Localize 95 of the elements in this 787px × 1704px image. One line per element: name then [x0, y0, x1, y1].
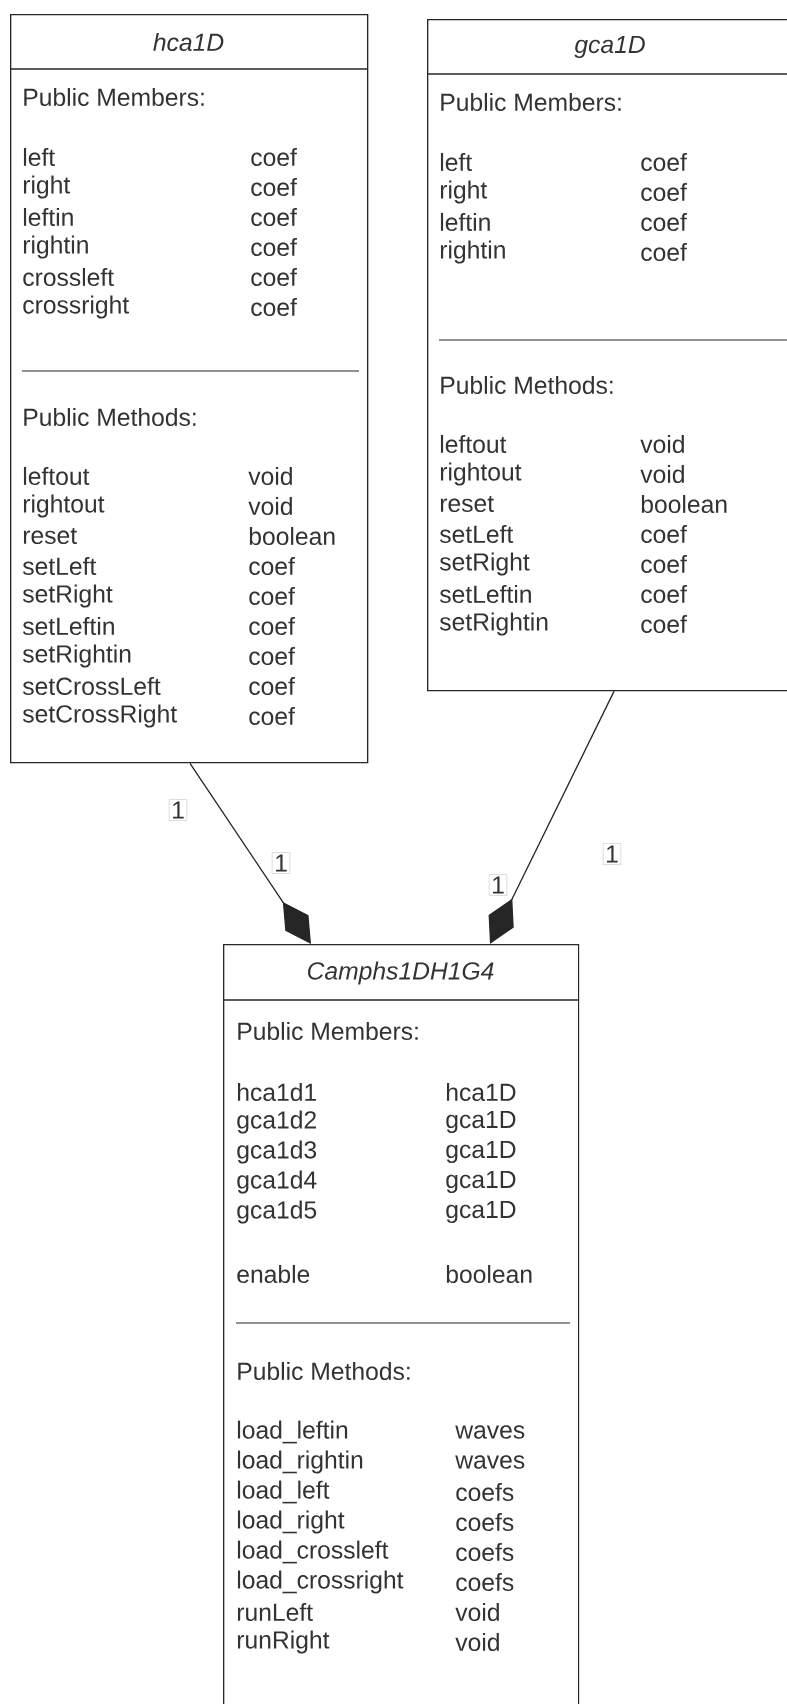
return-type: void: [640, 464, 684, 484]
return-type: coef: [249, 706, 295, 726]
return-type: coefs: [456, 1542, 514, 1562]
return-type: coef: [249, 616, 295, 636]
member-name: rightin: [440, 240, 505, 264]
member-name: right: [440, 180, 488, 204]
return-type: coef: [641, 614, 687, 634]
method-name: setLeftin: [22, 616, 114, 636]
class-name: gca1D: [574, 35, 645, 59]
method-name: reset: [440, 495, 494, 513]
member-name: left: [23, 147, 55, 167]
member-type: coef: [641, 152, 687, 172]
method-name: setCrossRight: [22, 704, 177, 728]
member-type: coef: [251, 267, 297, 287]
return-type: coef: [249, 676, 295, 696]
return-type: coefs: [456, 1482, 514, 1502]
return-type: boolean: [641, 494, 727, 514]
member-type: coef: [641, 182, 687, 202]
return-type: boolean: [249, 526, 335, 546]
return-type: void: [455, 1602, 499, 1622]
method-name: leftout: [440, 434, 507, 454]
return-type: coef: [641, 554, 687, 574]
member-name: crossright: [23, 295, 129, 319]
return-type: coef: [641, 584, 687, 604]
return-type: coefs: [456, 1512, 514, 1532]
member-type: boolean: [446, 1264, 532, 1284]
member-type: gca1D: [446, 1200, 516, 1224]
method-name: setRight: [22, 584, 113, 608]
member-name: leftin: [440, 212, 490, 232]
member-name: rightin: [23, 235, 88, 259]
multiplicity-label: 1: [488, 874, 508, 896]
method-name: setLeft: [439, 524, 514, 544]
multiplicity-label: 1: [271, 852, 291, 874]
method-name: rightout: [440, 462, 522, 486]
return-type: coef: [641, 524, 687, 544]
return-type: waves: [455, 1455, 525, 1469]
return-type: void: [640, 434, 684, 454]
method-name: setCrossLeft: [22, 676, 161, 696]
section-heading: Public Methods:: [24, 407, 196, 427]
member-name: gca1d3: [237, 1140, 317, 1164]
section-heading: Public Members:: [238, 1021, 418, 1041]
member-type: coef: [251, 147, 297, 167]
member-name: gca1d4: [237, 1170, 317, 1194]
member-type: coef: [641, 242, 687, 262]
section-heading: Public Methods:: [441, 375, 613, 395]
member-name: crossleft: [23, 267, 114, 287]
member-type: gca1D: [446, 1170, 516, 1194]
section-heading: Public Methods:: [238, 1361, 410, 1381]
method-name: load_left: [237, 1480, 330, 1504]
member-type: gca1D: [446, 1110, 516, 1134]
member-type: coef: [251, 237, 297, 257]
composition-line: [488, 690, 615, 944]
method-name: leftout: [23, 466, 90, 486]
class-name: Camphs1DH1G4: [307, 961, 494, 985]
return-type: coef: [249, 556, 295, 576]
member-type: gca1D: [446, 1140, 516, 1164]
member-type: coef: [641, 212, 687, 232]
method-name: setLeft: [22, 556, 97, 576]
member-name: right: [23, 175, 71, 199]
member-name: gca1d2: [237, 1110, 316, 1134]
method-name: setLeftin: [439, 584, 531, 604]
section-heading: Public Members:: [441, 92, 621, 112]
return-type: void: [248, 466, 292, 486]
return-type: waves: [455, 1425, 525, 1439]
section-heading: Public Members:: [24, 87, 204, 107]
method-name: load_rightin: [237, 1450, 363, 1474]
member-name: enable: [237, 1264, 310, 1284]
composition-line: [189, 762, 311, 944]
return-type: void: [248, 496, 292, 516]
method-name: load_crossright: [237, 1570, 404, 1594]
member-type: coef: [251, 207, 297, 227]
member-type: coef: [251, 177, 297, 197]
multiplicity-label: 1: [602, 843, 622, 865]
member-type: hca1D: [447, 1082, 516, 1102]
method-name: setRightin: [439, 612, 548, 636]
method-name: reset: [23, 527, 77, 545]
method-name: setRightin: [22, 644, 131, 668]
multiplicity-label: 1: [168, 799, 188, 821]
return-type: void: [455, 1632, 499, 1652]
method-name: runRight: [237, 1630, 330, 1654]
method-name: load_crossleft: [237, 1540, 389, 1564]
method-name: load_leftin: [237, 1420, 348, 1444]
method-name: rightout: [23, 494, 105, 518]
method-name: load_right: [237, 1510, 345, 1534]
method-name: setRight: [439, 552, 530, 576]
member-name: gca1d5: [237, 1200, 317, 1224]
return-type: coef: [249, 586, 295, 606]
member-name: left: [440, 152, 472, 172]
method-name: runLeft: [237, 1602, 313, 1622]
return-type: coef: [249, 646, 295, 666]
member-type: coef: [251, 297, 297, 317]
member-name: leftin: [23, 207, 73, 227]
member-name: hca1d1: [238, 1082, 316, 1102]
return-type: coefs: [456, 1572, 514, 1592]
class-name: hca1D: [153, 32, 224, 52]
